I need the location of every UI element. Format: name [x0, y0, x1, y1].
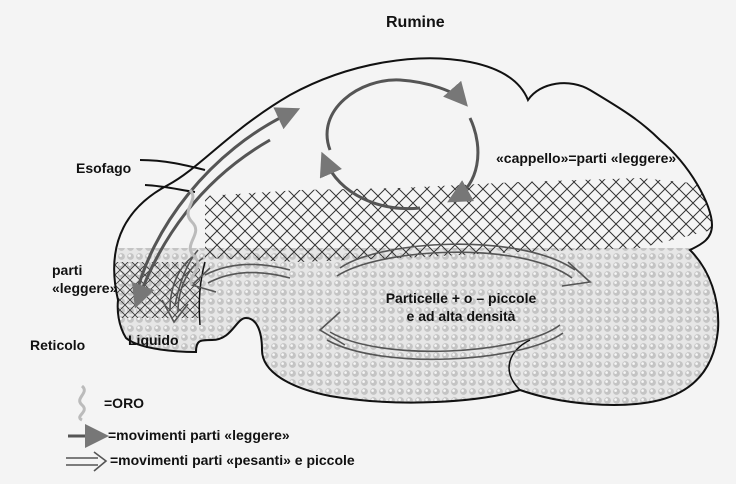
legend-heavy-text: =movimenti parti «pesanti» e piccole [110, 452, 355, 468]
particles-label-line1: Particelle + o – piccole [366, 289, 556, 307]
light-parts-label-line1: parti [52, 262, 82, 278]
light-parts-label-line2: «leggere» [52, 280, 117, 296]
legend-light-text: =movimenti parti «leggere» [108, 427, 290, 443]
esophagus-label: Esofago [76, 160, 131, 176]
cap-label: «cappello»=parti «leggere» [496, 150, 676, 166]
particles-label-line2: e ad alta densità [366, 307, 556, 325]
legend-oro-text: =ORO [104, 395, 144, 411]
oro-icon [80, 386, 85, 420]
circular-arrow-top [327, 80, 462, 150]
reticulum-label: Reticolo [30, 337, 85, 353]
esophagus-lower [145, 185, 195, 192]
double-arrow-icon [66, 452, 106, 471]
particles-label: Particelle + o – piccole e ad alta densi… [366, 289, 556, 325]
liquid-label: Liquido [128, 332, 179, 348]
diagram-title: Rumine [386, 14, 445, 32]
